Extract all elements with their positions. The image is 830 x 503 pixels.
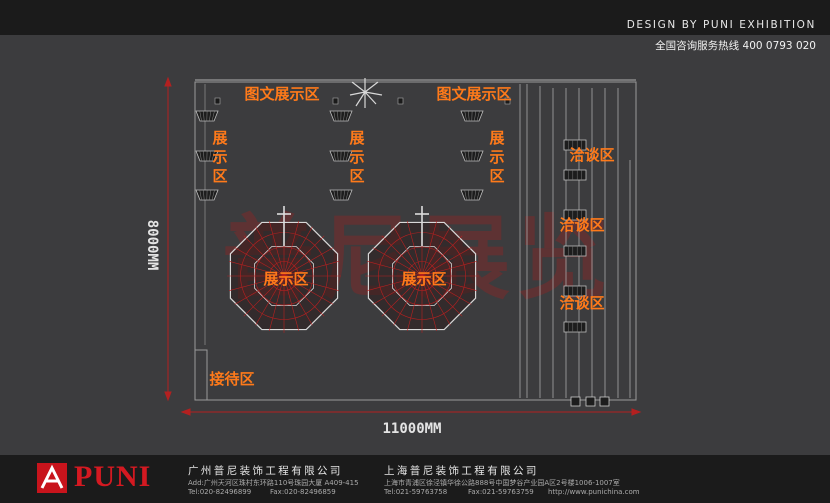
sh-address: 上海市青浦区徐泾镇华徐公路888号中国梦谷产业园A区2号楼1006-1007室 — [384, 479, 620, 487]
dimension-height: 8000MM — [144, 220, 160, 271]
spotlight-icon — [195, 189, 219, 201]
negotiation-chairs — [563, 139, 610, 407]
gz-address: Add:广州天河区珠村东环路110号珠园大厦 A409-415 — [188, 479, 359, 487]
booth-outline — [194, 81, 637, 401]
stool-icon — [585, 396, 596, 407]
chair-icon — [563, 321, 587, 333]
sh-web: http://www.punichina.com — [548, 488, 640, 496]
zone-booth-left: 展示区 — [263, 270, 308, 288]
octagon-booth — [365, 206, 479, 333]
gz-tel: Tel:020-82496899 — [188, 488, 252, 496]
plant-icon — [349, 78, 383, 108]
zone-display-2: 展示区 — [349, 129, 364, 185]
chair-icon — [563, 169, 587, 181]
zone-negotiation-3: 洽谈区 — [559, 294, 604, 312]
zone-graphic-right: 图文展示区 — [436, 85, 511, 103]
spotlight-icon — [460, 110, 484, 122]
zone-negotiation-1: 洽谈区 — [569, 146, 614, 164]
octagon-displays — [227, 206, 479, 333]
gz-company-name: 广州普尼装饰工程有限公司 — [188, 465, 343, 477]
reception-counter — [194, 349, 208, 401]
dimension-width: 11000MM — [382, 421, 441, 437]
stool-icon — [570, 396, 581, 407]
puni-logo: PUNI — [37, 460, 175, 493]
spotlight-icon — [329, 189, 353, 201]
chair-icon — [563, 285, 587, 297]
spotlight-icon — [460, 189, 484, 201]
sh-fax: Fax:021-59763759 — [468, 488, 534, 496]
footer-bar — [0, 455, 830, 503]
zone-negotiation-2: 洽谈区 — [559, 216, 604, 234]
sh-company-name: 上海普尼装饰工程有限公司 — [384, 465, 539, 477]
spotlight-icon — [195, 150, 219, 162]
spotlight-icon — [329, 150, 353, 162]
sh-tel: Tel:021-59763758 — [384, 488, 448, 496]
octagon-booth — [227, 206, 341, 333]
negotiation-partitions — [519, 84, 631, 398]
zone-display-3: 展示区 — [489, 129, 504, 185]
dimension-lines — [164, 76, 642, 416]
brand-title: DESIGN BY PUNI EXHIBITION — [626, 19, 816, 31]
logo-text: PUNI — [74, 460, 152, 493]
spotlight-icon — [460, 150, 484, 162]
zone-booth-right: 展示区 — [401, 270, 446, 288]
spotlight-icon — [329, 110, 353, 122]
chair-icon — [563, 209, 587, 221]
gz-fax: Fax:020-82496859 — [270, 488, 336, 496]
chair-icon — [563, 139, 587, 151]
hotline-text: 全国咨询服务热线 400 0793 020 — [655, 40, 816, 52]
chair-icon — [563, 245, 587, 257]
logo-mark-icon — [37, 463, 67, 493]
small-lamps — [214, 97, 511, 105]
spotlight-icon — [195, 110, 219, 122]
top-bar — [0, 0, 830, 35]
stool-icon — [599, 396, 610, 407]
zone-graphic-left: 图文展示区 — [244, 85, 319, 103]
zone-reception: 接待区 — [209, 370, 254, 388]
display-lamps — [195, 110, 484, 201]
zone-display-1: 展示区 — [212, 129, 227, 185]
